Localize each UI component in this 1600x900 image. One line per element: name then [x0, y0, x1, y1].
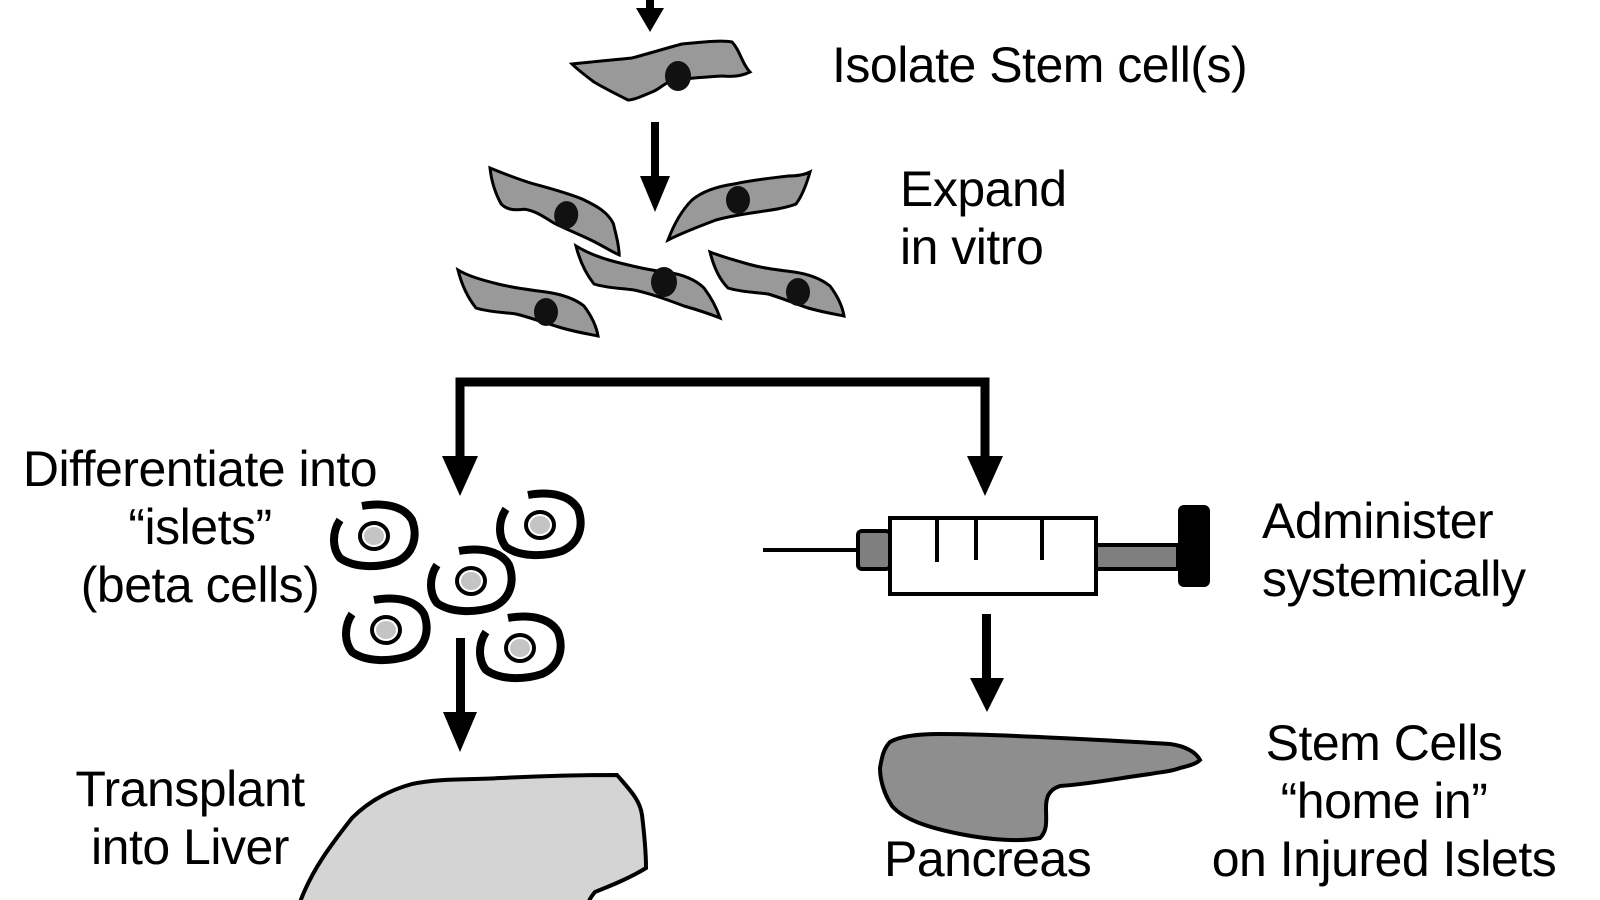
stem-cell-icon: [488, 165, 621, 258]
stem-cell-icon: [665, 169, 813, 244]
liver-icon: [298, 772, 649, 900]
stem-cell-icon: [455, 266, 600, 338]
beta-cells-group: [330, 489, 585, 683]
arrow-islets-to-liver: [443, 638, 477, 752]
arrow-to-differentiate: [442, 456, 478, 496]
beta-cell-icon: [496, 489, 585, 560]
step-administer-label: Administer systemically: [1262, 492, 1526, 608]
step-home-in-line-1: Stem Cells: [1265, 715, 1503, 771]
stem-cell-icon: [573, 242, 723, 321]
arrow-isolate-to-expand: [640, 122, 670, 212]
step-administer-line-1: Administer: [1262, 493, 1494, 549]
arrow-syringe-to-pancreas: [970, 614, 1004, 712]
beta-cell-icon: [342, 594, 431, 665]
step-administer-line-2: systemically: [1262, 551, 1526, 607]
step-home-in-line-2: “home in”: [1280, 773, 1488, 829]
step-expand-line-2: in vitro: [900, 219, 1044, 275]
stem-cell-icon: [707, 249, 846, 318]
step-expand-line-1: Expand: [900, 161, 1067, 217]
pancreas-icon: [877, 731, 1203, 843]
stem-cell-icon: [568, 39, 753, 102]
beta-cell-icon: [427, 545, 516, 616]
expanded-cells-group: [455, 165, 846, 338]
step-transplant-label: Transplant into Liver: [40, 760, 340, 876]
arrow-to-syringe: [967, 456, 1003, 496]
beta-cell-icon: [330, 500, 419, 571]
step-transplant-line-1: Transplant: [75, 761, 305, 817]
arrow-into-isolate: [636, 0, 664, 32]
step-differentiate-line-2: “islets”: [128, 499, 272, 555]
beta-cell-icon: [476, 612, 565, 683]
step-differentiate-line-3: (beta cells): [80, 557, 320, 613]
step-home-in-label: Stem Cells “home in” on Injured Islets: [1188, 714, 1580, 888]
step-transplant-line-2: into Liver: [91, 819, 289, 875]
branch-connector: [442, 377, 1003, 496]
step-home-in-line-3: on Injured Islets: [1211, 831, 1557, 887]
step-isolate-label: Isolate Stem cell(s): [832, 37, 1248, 93]
step-differentiate-line-1: Differentiate into: [22, 441, 378, 497]
step-differentiate-label: Differentiate into “islets” (beta cells): [0, 440, 400, 614]
syringe-icon: [763, 505, 1210, 596]
pancreas-label: Pancreas: [884, 831, 1092, 887]
step-expand-label: Expand in vitro: [900, 160, 1067, 276]
